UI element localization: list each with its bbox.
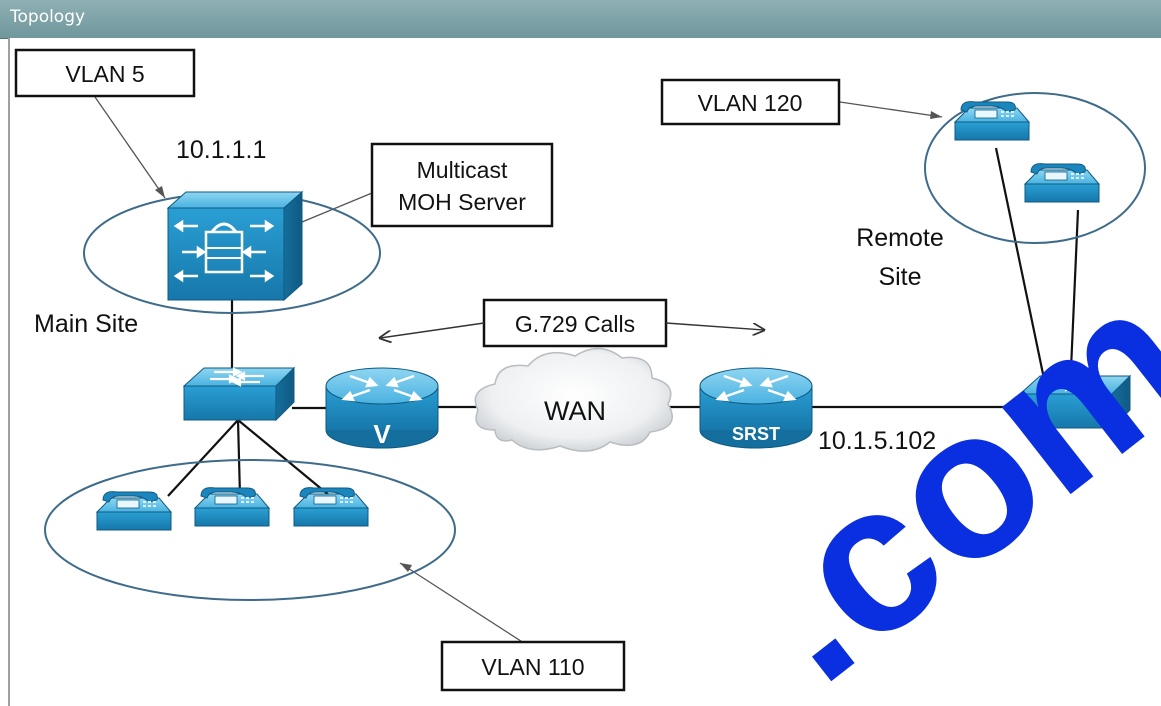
- phone-ip-label: IP: [1100, 189, 1110, 200]
- remote-site-label-line2: Site: [878, 263, 921, 291]
- vlan110-label: VLAN 110: [481, 654, 584, 680]
- watermark-text: .com: [703, 239, 1161, 706]
- vlan110-box: [440, 640, 626, 692]
- window-title: Topology: [10, 7, 86, 27]
- remote-site-phones-ellipse: [924, 92, 1146, 244]
- vlan120-phones: IP IP: [954, 101, 1110, 203]
- moh-server-label-line2: MOH Server: [398, 189, 526, 215]
- watermark: .com: [703, 239, 1161, 706]
- vlan120-label: VLAN 120: [698, 90, 803, 116]
- g729-calls-label: G.729 Calls: [515, 311, 635, 337]
- srst-ip-label: 10.1.5.102: [818, 427, 936, 455]
- moh-server-icon: [166, 190, 304, 302]
- g729-right-arrow: [665, 322, 764, 330]
- pointer-tips: [155, 111, 942, 572]
- vlan5-label: VLAN 5: [65, 61, 144, 87]
- moh-server-box: [370, 142, 554, 228]
- vlan110-phones-ellipse: [44, 459, 456, 601]
- srst-router-icon: SRST: [698, 366, 814, 450]
- remote-site-label-line1: Remote: [856, 224, 944, 252]
- wan-label: WAN: [544, 396, 606, 426]
- phone-ip-label: IP: [270, 513, 280, 524]
- switch-to-phone3-link: [237, 419, 331, 497]
- vlan5-box: [14, 48, 196, 98]
- vlan5-pointer-tip: [155, 186, 165, 198]
- moh-ip-label: 10.1.1.1: [176, 136, 266, 164]
- pointer-lines: [94, 96, 943, 646]
- ip-phone-icon: [293, 487, 369, 527]
- router-v-label: V: [373, 419, 391, 449]
- vlan110-phones: IP IP IP: [96, 487, 379, 531]
- vlan120-pointer: [839, 101, 943, 118]
- router-srst-label: SRST: [732, 424, 780, 444]
- voice-router-icon: V: [324, 366, 440, 450]
- main-site-switch-icon: [182, 366, 296, 422]
- moh-server-label-line1: Multicast: [417, 157, 508, 183]
- links: [167, 147, 1080, 497]
- vlan120-box: [660, 78, 841, 126]
- ip-phone-icon: [1024, 163, 1100, 203]
- remote-phone1-link: [994, 147, 1050, 399]
- phone-ip-label: IP: [172, 517, 182, 528]
- switch-to-phone1-link: [167, 419, 239, 497]
- remote-phone2-link: [1068, 209, 1080, 393]
- label-boxes: [14, 48, 841, 692]
- moh-label-pointer: [301, 192, 373, 223]
- main-site-label: Main Site: [34, 310, 138, 338]
- vlan120-pointer-tip: [930, 111, 942, 119]
- wan-cloud-icon: WAN: [474, 347, 673, 452]
- vlan5-pointer: [94, 96, 166, 199]
- g729-left-arrow: [380, 322, 485, 338]
- vlan110-pointer-tip: [400, 563, 412, 572]
- vlan110-pointer: [399, 562, 528, 646]
- phone-ip-label: IP: [369, 513, 379, 524]
- ip-phone-icon: [194, 487, 270, 527]
- ip-phone-icon: [954, 101, 1030, 141]
- phone-ip-label: IP: [1030, 127, 1040, 138]
- ip-phone-icon: [96, 491, 172, 531]
- switch-to-phone2-link: [236, 419, 242, 497]
